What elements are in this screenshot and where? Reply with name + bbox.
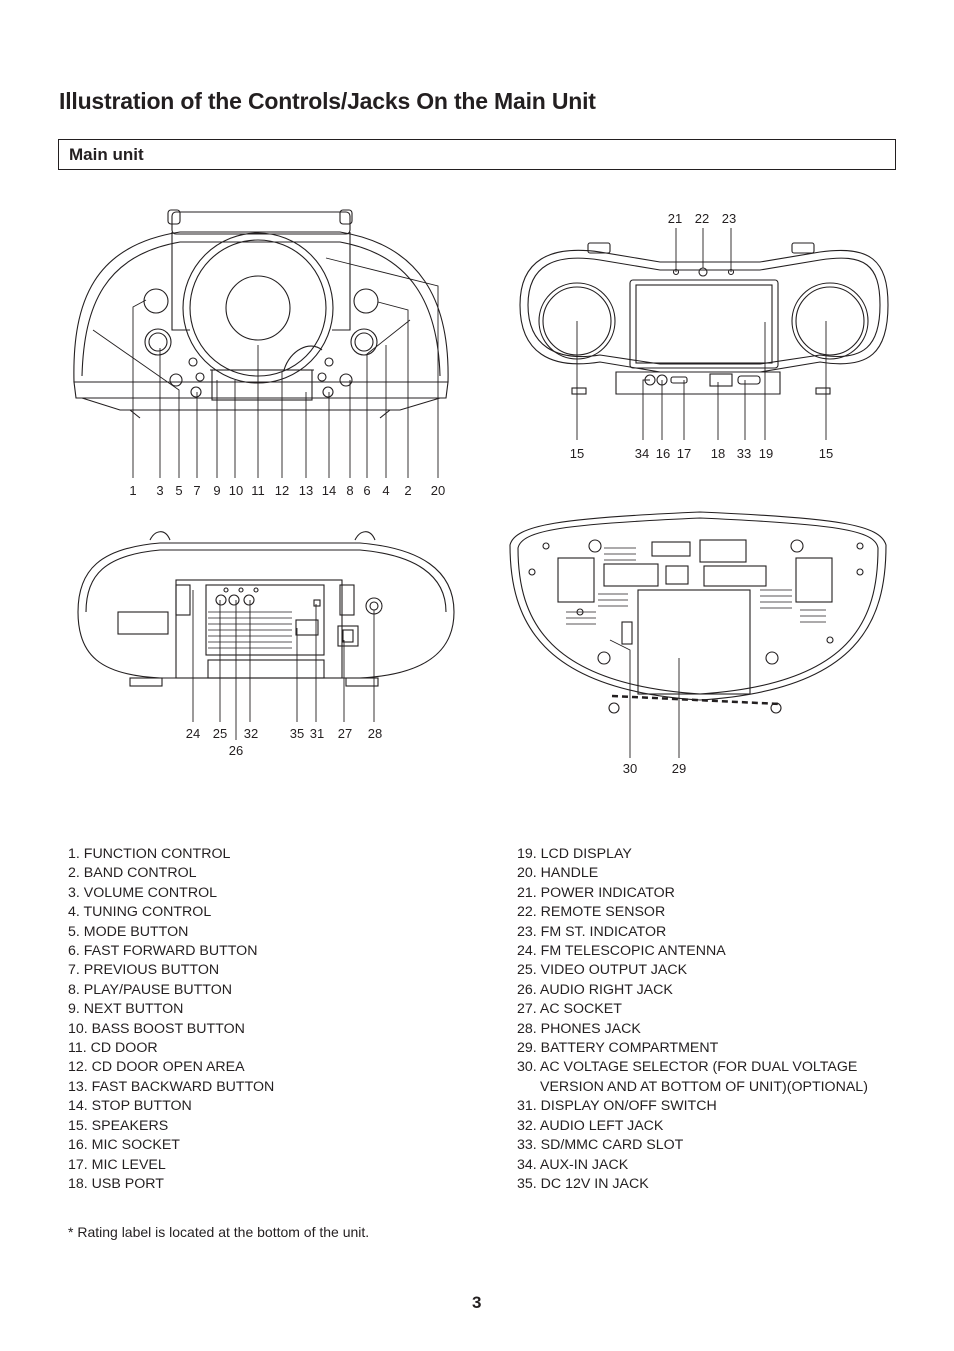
callout-label: 4: [382, 483, 389, 498]
legend-item: 2. BAND CONTROL: [68, 865, 197, 882]
callout-label: 19: [759, 446, 773, 461]
legend-item: 20. HANDLE: [517, 865, 599, 882]
callout-label: 22: [695, 211, 709, 226]
callout-label: 30: [623, 761, 637, 776]
callout-label: 29: [672, 761, 686, 776]
legend-item: 10. BASS BOOST BUTTON: [68, 1020, 245, 1037]
legend-item: 12. CD DOOR OPEN AREA: [68, 1059, 245, 1076]
callout-label: 7: [193, 483, 200, 498]
callout-label: 33: [737, 446, 751, 461]
legend-item: 31. DISPLAY ON/OFF SWITCH: [517, 1098, 717, 1115]
callout-label: 20: [431, 483, 445, 498]
callout-label: 2: [404, 483, 411, 498]
callout-label: 35: [290, 726, 304, 741]
legend-item: 8. PLAY/PAUSE BUTTON: [68, 981, 232, 998]
callout-label: 18: [711, 446, 725, 461]
front-view-drawing: [73, 209, 449, 419]
callout-label: 1: [129, 483, 136, 498]
bottom-view-drawing: [509, 511, 887, 714]
legend-item: 30. AC VOLTAGE SELECTOR (FOR DUAL VOLTAG…: [517, 1059, 858, 1076]
legend-item: 25. VIDEO OUTPUT JACK: [517, 962, 688, 979]
callout-label: 34: [635, 446, 649, 461]
callout-label: 24: [186, 726, 200, 741]
legend-item: 16. MIC SOCKET: [68, 1137, 180, 1154]
top-view-drawing: [519, 242, 889, 395]
callout-label: 14: [322, 483, 336, 498]
rear-callouts: 24 25 32 35 31 27 28 26: [186, 726, 382, 758]
callout-label: 9: [213, 483, 220, 498]
legend-item-continuation: VERSION AND AT BOTTOM OF UNIT)(OPTIONAL): [540, 1078, 868, 1095]
legend-item: 3. VOLUME CONTROL: [68, 884, 217, 901]
legend-item: 4. TUNING CONTROL: [68, 904, 212, 921]
legend-list-left: 1. FUNCTION CONTROL 2. BAND CONTROL 3. V…: [68, 845, 274, 1194]
legend-item: 34. AUX-IN JACK: [517, 1156, 629, 1173]
footnote: * Rating label is located at the bottom …: [68, 1224, 370, 1240]
legend-item: 23. FM ST. INDICATOR: [517, 923, 667, 940]
legend-item: 15. SPEAKERS: [68, 1117, 169, 1134]
callout-label: 31: [310, 726, 324, 741]
section-header-box: Main unit: [58, 139, 896, 170]
legend-item: 5. MODE BUTTON: [68, 923, 189, 940]
callout-label: 26: [229, 743, 243, 758]
callout-label: 11: [251, 483, 265, 498]
legend-item: 6. FAST FORWARD BUTTON: [68, 943, 258, 960]
top-callouts: 21 22 23 15 34 16 17 18 33 19 15: [570, 211, 833, 461]
callout-label: 12: [275, 483, 289, 498]
legend-item: 27. AC SOCKET: [517, 1001, 622, 1018]
legend-item: 9. NEXT BUTTON: [68, 1001, 184, 1018]
callout-label: 6: [363, 483, 370, 498]
legend-item: 13. FAST BACKWARD BUTTON: [68, 1078, 275, 1095]
legend-item: 29. BATTERY COMPARTMENT: [517, 1040, 719, 1057]
legend-item: 28. PHONES JACK: [517, 1020, 641, 1037]
callout-label: 10: [229, 483, 243, 498]
legend-item: 14. STOP BUTTON: [68, 1098, 192, 1115]
legend-item: 32. AUDIO LEFT JACK: [517, 1117, 664, 1134]
callout-label: 27: [338, 726, 352, 741]
callout-label: 17: [677, 446, 691, 461]
legend-item: 17. MIC LEVEL: [68, 1156, 166, 1173]
unit-illustrations: 1 3 5 7 9 10 11 12 13 14 8 6 4 2 20 21 2…: [73, 209, 889, 776]
callout-label: 5: [175, 483, 182, 498]
callout-label: 32: [244, 726, 258, 741]
rear-view-drawing: [77, 531, 455, 687]
leader-lines: [92, 228, 827, 758]
legend-item: 21. POWER INDICATOR: [517, 884, 675, 901]
legend-item: 26. AUDIO RIGHT JACK: [517, 981, 673, 998]
front-callouts: 1 3 5 7 9 10 11 12 13 14 8 6 4 2 20: [129, 483, 445, 498]
callout-label: 8: [346, 483, 353, 498]
callout-label: 28: [368, 726, 382, 741]
legend-item: 24. FM TELESCOPIC ANTENNA: [517, 943, 726, 960]
legend-item: 11. CD DOOR: [68, 1040, 158, 1057]
bottom-callouts: 30 29: [623, 761, 686, 776]
legend-item: 1. FUNCTION CONTROL: [68, 846, 231, 862]
legend-item: 33. SD/MMC CARD SLOT: [517, 1137, 684, 1154]
legend-list-right: 19. LCD DISPLAY 20. HANDLE 21. POWER IND…: [517, 845, 868, 1194]
callout-label: 25: [213, 726, 227, 741]
callout-label: 15: [570, 446, 584, 461]
legend-item: 19. LCD DISPLAY: [517, 846, 632, 862]
page-number: 3: [472, 1293, 482, 1312]
callout-label: 3: [156, 483, 163, 498]
callout-label: 15: [819, 446, 833, 461]
callout-label: 16: [656, 446, 670, 461]
legend-item: 7. PREVIOUS BUTTON: [68, 962, 220, 979]
callout-label: 23: [722, 211, 736, 226]
callout-label: 13: [299, 483, 313, 498]
legend-item: 22. REMOTE SENSOR: [517, 904, 666, 921]
section-header: Main unit: [69, 145, 144, 164]
legend-item: 35. DC 12V IN JACK: [517, 1175, 649, 1192]
legend-item: 18. USB PORT: [68, 1175, 164, 1192]
page-title: Illustration of the Controls/Jacks On th…: [59, 88, 596, 114]
callout-label: 21: [668, 211, 682, 226]
